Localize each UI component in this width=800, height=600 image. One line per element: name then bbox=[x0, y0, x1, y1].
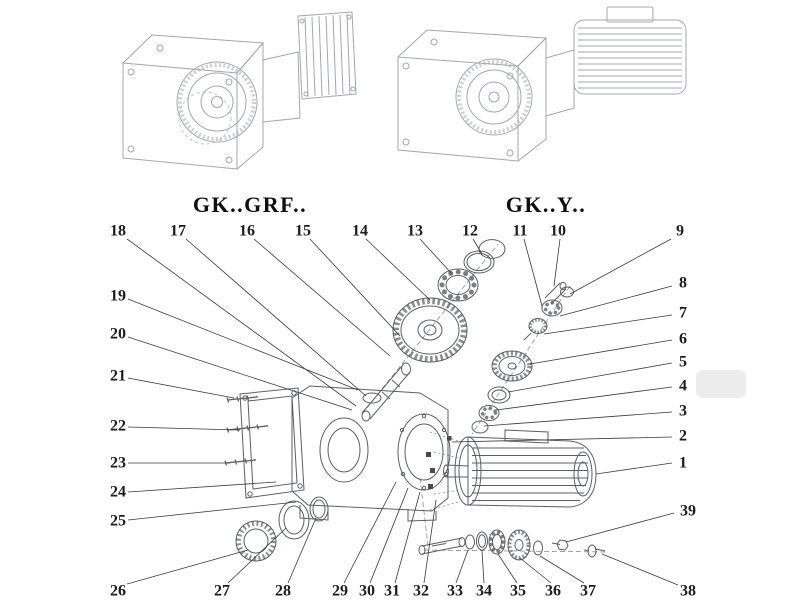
part-number-9: 9 bbox=[676, 223, 684, 240]
part-number-26: 26 bbox=[110, 583, 126, 600]
leader-line-part-35 bbox=[497, 553, 518, 584]
ref-drawing-gky bbox=[397, 6, 687, 162]
leader-line-part-13 bbox=[419, 238, 453, 275]
leader-line-part-3 bbox=[483, 411, 673, 427]
cover-plate bbox=[239, 387, 305, 499]
leader-line-part-19 bbox=[127, 298, 359, 391]
leader-line-part-31 bbox=[394, 491, 421, 584]
part-number-37: 37 bbox=[580, 583, 596, 600]
leader-line-part-1 bbox=[595, 462, 673, 475]
leader-line-part-37 bbox=[539, 555, 585, 584]
leader-line-part-5 bbox=[507, 362, 673, 393]
part-number-17: 17 bbox=[170, 223, 186, 240]
part-number-16: 16 bbox=[239, 223, 255, 240]
motor bbox=[443, 429, 597, 508]
leader-line-part-22 bbox=[127, 426, 241, 431]
output-shaft-kit bbox=[418, 529, 606, 561]
leader-line-part-30 bbox=[369, 487, 409, 584]
part-number-20: 20 bbox=[110, 326, 126, 343]
leader-line-part-15 bbox=[309, 238, 401, 337]
watermark-blob bbox=[696, 370, 746, 398]
leader-line-part-33 bbox=[455, 549, 469, 584]
part-number-23: 23 bbox=[110, 455, 126, 472]
ref-drawing-gkgrf bbox=[122, 11, 357, 170]
part-number-29: 29 bbox=[332, 583, 348, 600]
part-number-10: 10 bbox=[550, 223, 566, 240]
variant-title-gky: GK..Y.. bbox=[505, 192, 587, 217]
leader-line-part-29 bbox=[343, 481, 397, 584]
leader-line-part-34 bbox=[481, 550, 485, 584]
leader-line-part-9 bbox=[569, 238, 672, 295]
leader-line-part-7 bbox=[543, 314, 673, 335]
leader-line-part-24 bbox=[127, 481, 277, 493]
leader-line-part-32 bbox=[423, 499, 437, 584]
leader-line-part-8 bbox=[559, 285, 673, 317]
variant-title-gkgrf: GK..GRF.. bbox=[192, 192, 308, 217]
leader-line-part-36 bbox=[519, 557, 552, 584]
part-number-18: 18 bbox=[110, 223, 126, 240]
part-number-14: 14 bbox=[352, 223, 368, 240]
leader-line-part-20 bbox=[127, 336, 353, 411]
part-number-5: 5 bbox=[679, 354, 687, 371]
part-number-7: 7 bbox=[679, 305, 687, 322]
part-number-24: 24 bbox=[110, 484, 126, 501]
leader-line-part-16 bbox=[253, 238, 391, 357]
flange-bolts bbox=[426, 436, 452, 489]
leader-line-part-12 bbox=[472, 238, 483, 255]
part-number-19: 19 bbox=[110, 288, 126, 305]
leader-line-part-25 bbox=[127, 501, 297, 521]
leader-line-part-21 bbox=[127, 377, 235, 399]
part-number-13: 13 bbox=[407, 223, 423, 240]
output-bearing-and-rings bbox=[235, 496, 329, 562]
leader-line-part-6 bbox=[529, 339, 673, 365]
part-number-22: 22 bbox=[110, 418, 126, 435]
part-number-39: 39 bbox=[680, 503, 696, 520]
part-number-32: 32 bbox=[413, 583, 429, 600]
leader-line-part-4 bbox=[495, 386, 673, 411]
exploded-view bbox=[224, 239, 609, 562]
leader-line-part-18 bbox=[126, 238, 357, 407]
input-shaft-assembly bbox=[471, 281, 574, 434]
leader-line-part-38 bbox=[601, 553, 679, 586]
leader-line-part-39 bbox=[565, 512, 675, 543]
part-number-4: 4 bbox=[679, 378, 687, 395]
part-number-8: 8 bbox=[679, 275, 687, 292]
part-number-12: 12 bbox=[462, 223, 478, 240]
part-number-2: 2 bbox=[679, 428, 687, 445]
part-number-38: 38 bbox=[680, 583, 696, 600]
part-number-15: 15 bbox=[295, 223, 311, 240]
part-number-34: 34 bbox=[476, 583, 492, 600]
leader-line-part-26 bbox=[126, 549, 249, 585]
leader-line-part-17 bbox=[185, 238, 367, 397]
part-number-1: 1 bbox=[679, 455, 687, 472]
part-number-21: 21 bbox=[110, 368, 126, 385]
leader-line-part-11 bbox=[523, 238, 543, 307]
part-number-25: 25 bbox=[110, 513, 126, 530]
part-number-35: 35 bbox=[510, 583, 526, 600]
leader-line-part-14 bbox=[365, 238, 431, 301]
leader-line-part-28 bbox=[287, 517, 317, 584]
main-shaft-and-gear bbox=[361, 239, 506, 422]
leader-line-part-27 bbox=[227, 527, 287, 584]
part-number-36: 36 bbox=[545, 583, 561, 600]
part-number-28: 28 bbox=[275, 583, 291, 600]
part-number-30: 30 bbox=[359, 583, 375, 600]
part-number-27: 27 bbox=[214, 583, 230, 600]
part-number-31: 31 bbox=[384, 583, 400, 600]
part-number-3: 3 bbox=[679, 403, 687, 420]
leader-line-part-2 bbox=[451, 436, 673, 443]
leader-line-part-10 bbox=[553, 238, 561, 287]
part-number-33: 33 bbox=[447, 583, 463, 600]
part-number-6: 6 bbox=[679, 331, 687, 348]
part-number-11: 11 bbox=[512, 223, 527, 240]
